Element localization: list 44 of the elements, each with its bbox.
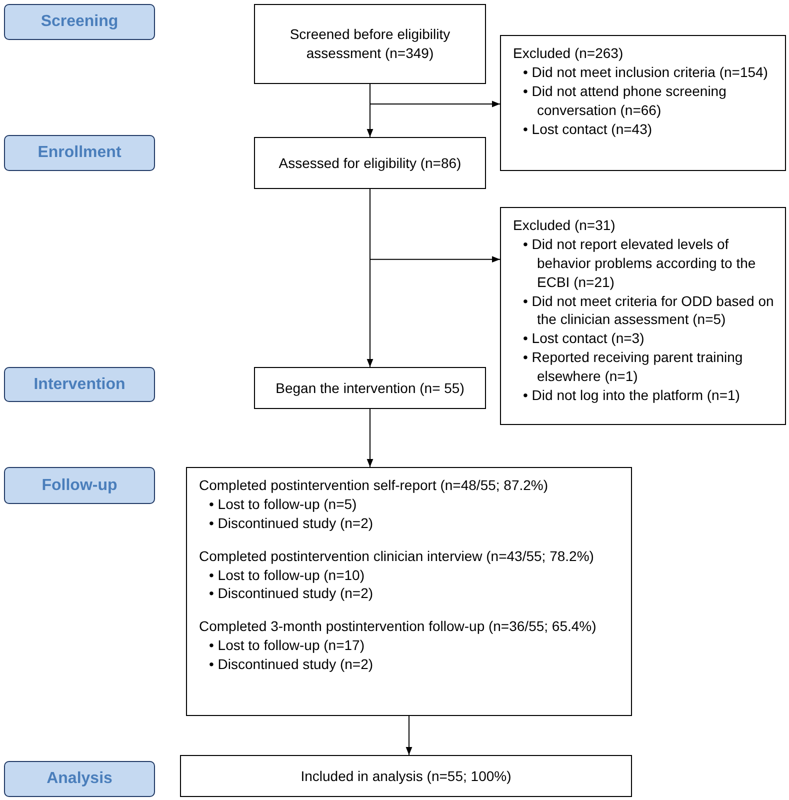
bullet-item: • Discontinued study (n=2) (208, 655, 374, 674)
bullet-item: • Did not report elevated levels of behavior problems according to the ECBI (n=21) (522, 234, 757, 292)
bullet-item: • Reported receiving parent training elsewhere (n=1) (522, 348, 744, 386)
bullet-item: • Lost to follow-up (n=10) (208, 566, 366, 584)
process-box (254, 367, 486, 409)
process-box (254, 137, 486, 189)
arrow (370, 84, 500, 108)
bullet-item: • Lost to follow-up (n=17) (208, 636, 366, 656)
bullet-item: • Did not log into the platform (n=1) (522, 386, 741, 405)
arrow (406, 716, 412, 756)
process-box (254, 4, 486, 84)
bullet-item: • Discontinued study (n=2) (208, 514, 374, 533)
follow-up-box (186, 467, 632, 716)
box-heading: Completed 3-month postintervention follow-up (n=36/55; 65.4%) (199, 617, 598, 636)
stage-label-box (4, 4, 155, 40)
stage-label: Screening (40, 13, 118, 31)
stage-label-box (4, 761, 155, 797)
bullet-item: • Discontinued study (n=2) (208, 584, 374, 604)
box-text: Assessed for eligibility (n=86) (278, 154, 462, 172)
arrow (366, 408, 374, 468)
box-heading: Excluded (n=263) (513, 44, 624, 63)
box-heading: Completed postintervention clinician interview (n=43/55; 78.2%) (199, 546, 595, 566)
stage-label-box (4, 367, 155, 402)
process-box (180, 755, 632, 797)
stage-label-box (4, 467, 155, 504)
stage-label-box (4, 135, 155, 171)
bullet-item: • Lost contact (n=3) (522, 329, 646, 348)
arrow (370, 188, 500, 263)
stage-label: Intervention (34, 376, 126, 394)
bullet-item: • Lost contact (n=43) (522, 120, 654, 138)
bullet-item: • Did not attend phone screening conversation (n=66) (522, 82, 728, 120)
exclusion-box (500, 207, 786, 425)
bullet-item: • Did not meet criteria for ODD based on the clinician assessment (n=5) (522, 292, 775, 330)
box-heading: Completed postintervention self-report (n=48/55; 87.2%) (199, 476, 550, 495)
box-text: Screened before eligibility assessment (n=349) (288, 25, 452, 63)
bullet-item: • Did not meet inclusion criteria (n=154) (522, 62, 769, 82)
box-heading: Excluded (n=31) (513, 216, 616, 235)
bullet-item: • Lost to follow-up (n=5) (208, 494, 358, 514)
exclusion-box (500, 35, 786, 171)
box-text: Began the intervention (n= 55) (276, 378, 464, 398)
box-text: Included in analysis (n=55; 100%) (300, 766, 512, 786)
stage-label: Follow-up (42, 476, 118, 494)
stage-label: Analysis (46, 770, 112, 788)
stage-label: Enrollment (38, 144, 122, 162)
